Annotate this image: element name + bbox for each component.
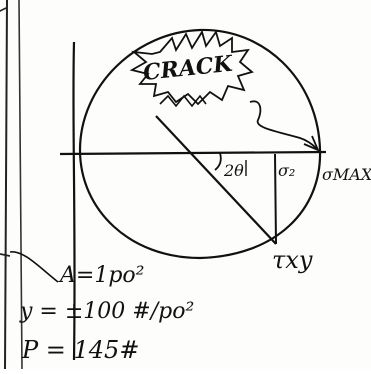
tau-axis [72, 41, 76, 361]
page-edge-line-inner [18, 0, 23, 370]
crack-scribble [159, 94, 207, 108]
sigma-two-label: σ₂ [278, 161, 295, 180]
arrow-curve [249, 100, 317, 149]
area-equation: A=1po² [58, 263, 144, 288]
page-edge-tick-top [0, 7, 7, 12]
sigma-axis [59, 150, 327, 156]
p-equation: P = 145# [21, 336, 139, 364]
tau-vertical-line [274, 153, 277, 245]
tau-xy-label: τxy [272, 246, 313, 274]
leader-line [9, 251, 59, 283]
mohr-circle [78, 28, 322, 260]
crack-outline [129, 29, 254, 106]
y-equation: y = ±100 #/po² [19, 299, 194, 324]
angle-label: 2θ [223, 161, 244, 180]
angle-arc [214, 152, 222, 171]
sigma-max-label: σMAX [322, 165, 371, 184]
arrow-head [303, 135, 320, 152]
circle-diameter [155, 115, 277, 245]
page-edge-tick [0, 253, 11, 257]
page-edge-line [4, 0, 8, 370]
crack-label: CRACK [142, 51, 235, 86]
